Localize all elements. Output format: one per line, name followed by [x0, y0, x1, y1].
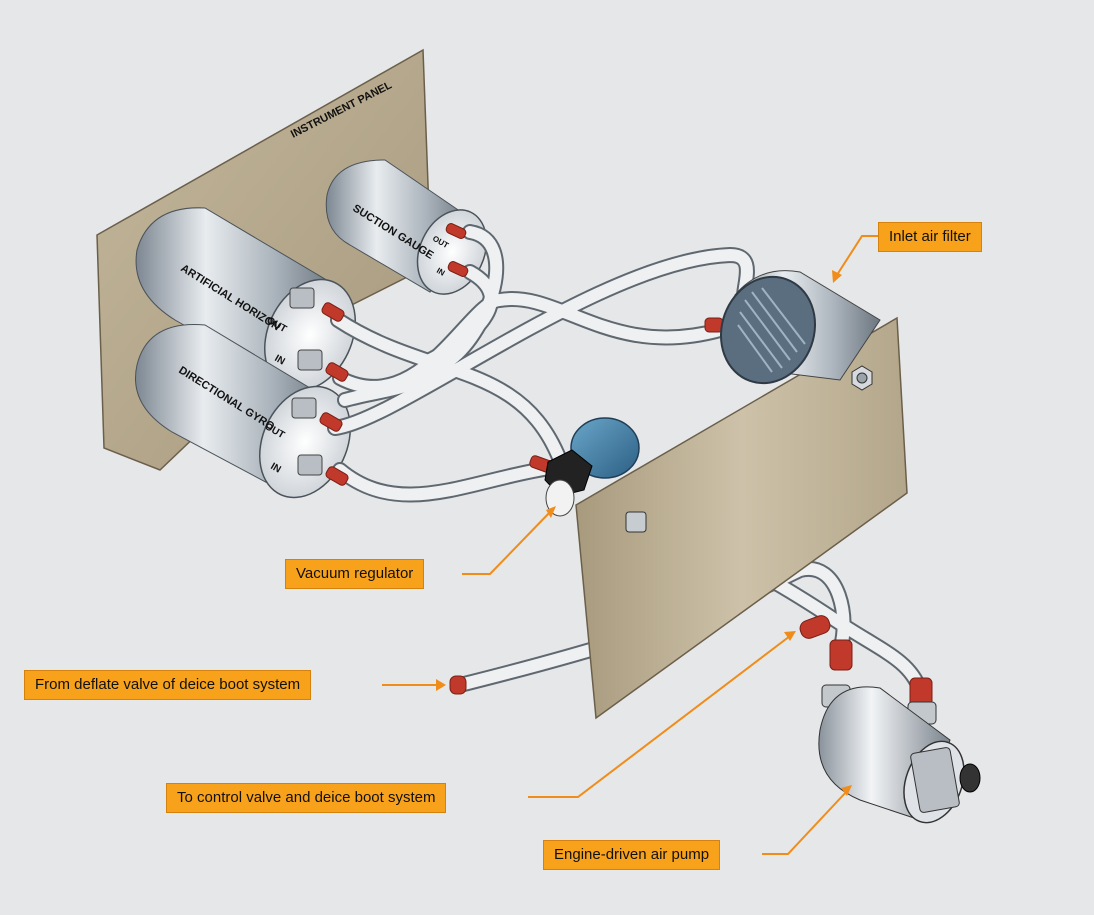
- inlet-air-filter-callout: Inlet air filter: [878, 222, 982, 252]
- deflate-valve-callout: From deflate valve of deice boot system: [24, 670, 312, 700]
- inlet-air-filter: [719, 270, 881, 385]
- engine-driven-air-pump: [818, 684, 981, 824]
- leader-arrowheads: [436, 270, 852, 796]
- artificial-horizon-in-label: IN: [273, 353, 287, 368]
- red-fittings: [319, 223, 933, 709]
- instrument-fittings: [289, 287, 323, 476]
- mounting-panel: [575, 316, 908, 720]
- hoses: [327, 224, 928, 698]
- control-valve-callout: To control valve and deice boot system: [166, 783, 447, 813]
- directional-gyro: DIRECTIONAL GYRO OUT IN: [135, 324, 352, 499]
- vacuum-regulator: [544, 417, 640, 517]
- suction-gauge-in-label: IN: [435, 266, 447, 278]
- leader-lines: [382, 235, 878, 855]
- air-pump-callout: Engine-driven air pump: [543, 840, 721, 870]
- directional-gyro-in-label: IN: [269, 461, 283, 476]
- vacuum-regulator-callout: Vacuum regulator: [285, 559, 425, 589]
- artificial-horizon: ARTIFICIAL HORIZON OUT IN: [135, 207, 357, 392]
- panel-fitting: [625, 511, 647, 533]
- panel-bolt: [851, 365, 873, 391]
